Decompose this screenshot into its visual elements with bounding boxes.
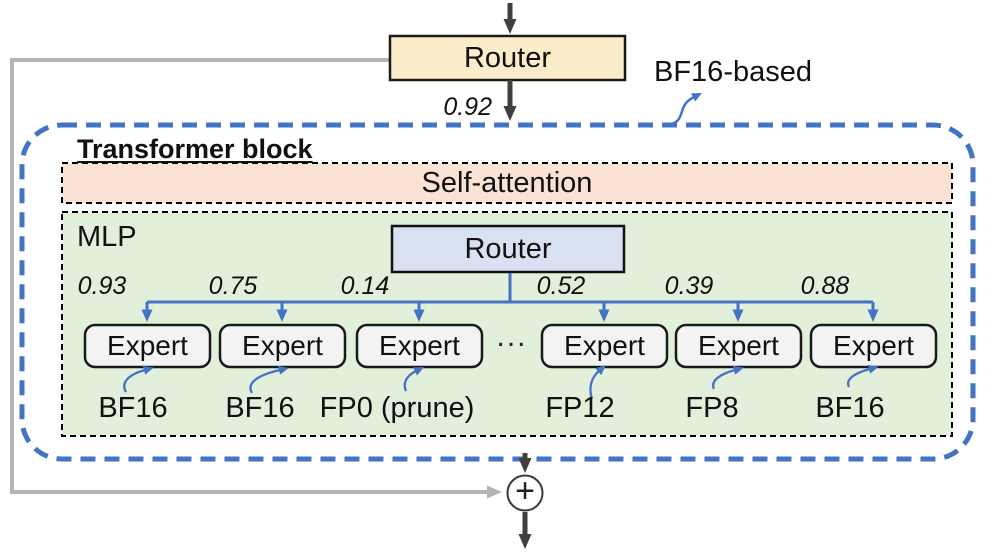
router-output-weight: 0.92 <box>443 93 492 121</box>
expert-precision-2: BF16 <box>225 392 295 424</box>
route-weight-6: 0.88 <box>800 272 850 300</box>
precision-arrow-5 <box>711 365 744 390</box>
precision-arrow-6 <box>846 364 879 388</box>
input-router-box <box>388 34 627 82</box>
route-weight-1: 0.93 <box>77 272 127 300</box>
expert-label-3: Expert <box>379 330 460 361</box>
sum-circle <box>506 474 544 512</box>
expert-precision-1: BF16 <box>98 392 168 424</box>
route-weight-4: 0.52 <box>536 272 586 300</box>
self-attention-box <box>61 162 953 204</box>
precision-arrow-4 <box>589 365 606 400</box>
sum-plus-sign: + <box>515 471 535 510</box>
annotation-arrow <box>663 92 703 128</box>
expert-precision-4: FP12 <box>545 392 615 424</box>
expert-precision-5: FP8 <box>685 392 739 424</box>
self-attention-label: Self-attention <box>421 166 593 199</box>
mlp-label: MLP <box>77 221 137 253</box>
annotation-label: BF16-based <box>654 56 812 88</box>
expert-label-5: Expert <box>698 330 779 361</box>
expert-label-4: Expert <box>564 330 645 361</box>
routing-tree-line <box>147 273 873 304</box>
precision-arrow-3 <box>403 366 425 392</box>
route-weight-2: 0.75 <box>208 272 258 300</box>
input-router-label: Router <box>463 41 552 74</box>
skip-connection-line <box>10 58 502 499</box>
experts-ellipsis: ... <box>496 320 528 353</box>
expert-label-2: Expert <box>242 330 323 361</box>
expert-label-6: Expert <box>833 330 914 361</box>
transformer-block-border <box>19 122 976 462</box>
route-weight-5: 0.39 <box>664 272 714 300</box>
precision-arrow-2 <box>249 365 289 394</box>
expert-label-1: Expert <box>107 330 188 361</box>
precision-arrow-1 <box>123 365 154 393</box>
transformer-block-title: Transformer block <box>77 134 313 164</box>
expert-precision-6: BF16 <box>815 392 885 424</box>
mlp-router-label: Router <box>464 232 552 265</box>
expert-precision-3: FP0 (prune) <box>319 392 475 424</box>
mlp-router-box <box>390 224 626 274</box>
route-weight-3: 0.14 <box>340 272 390 300</box>
